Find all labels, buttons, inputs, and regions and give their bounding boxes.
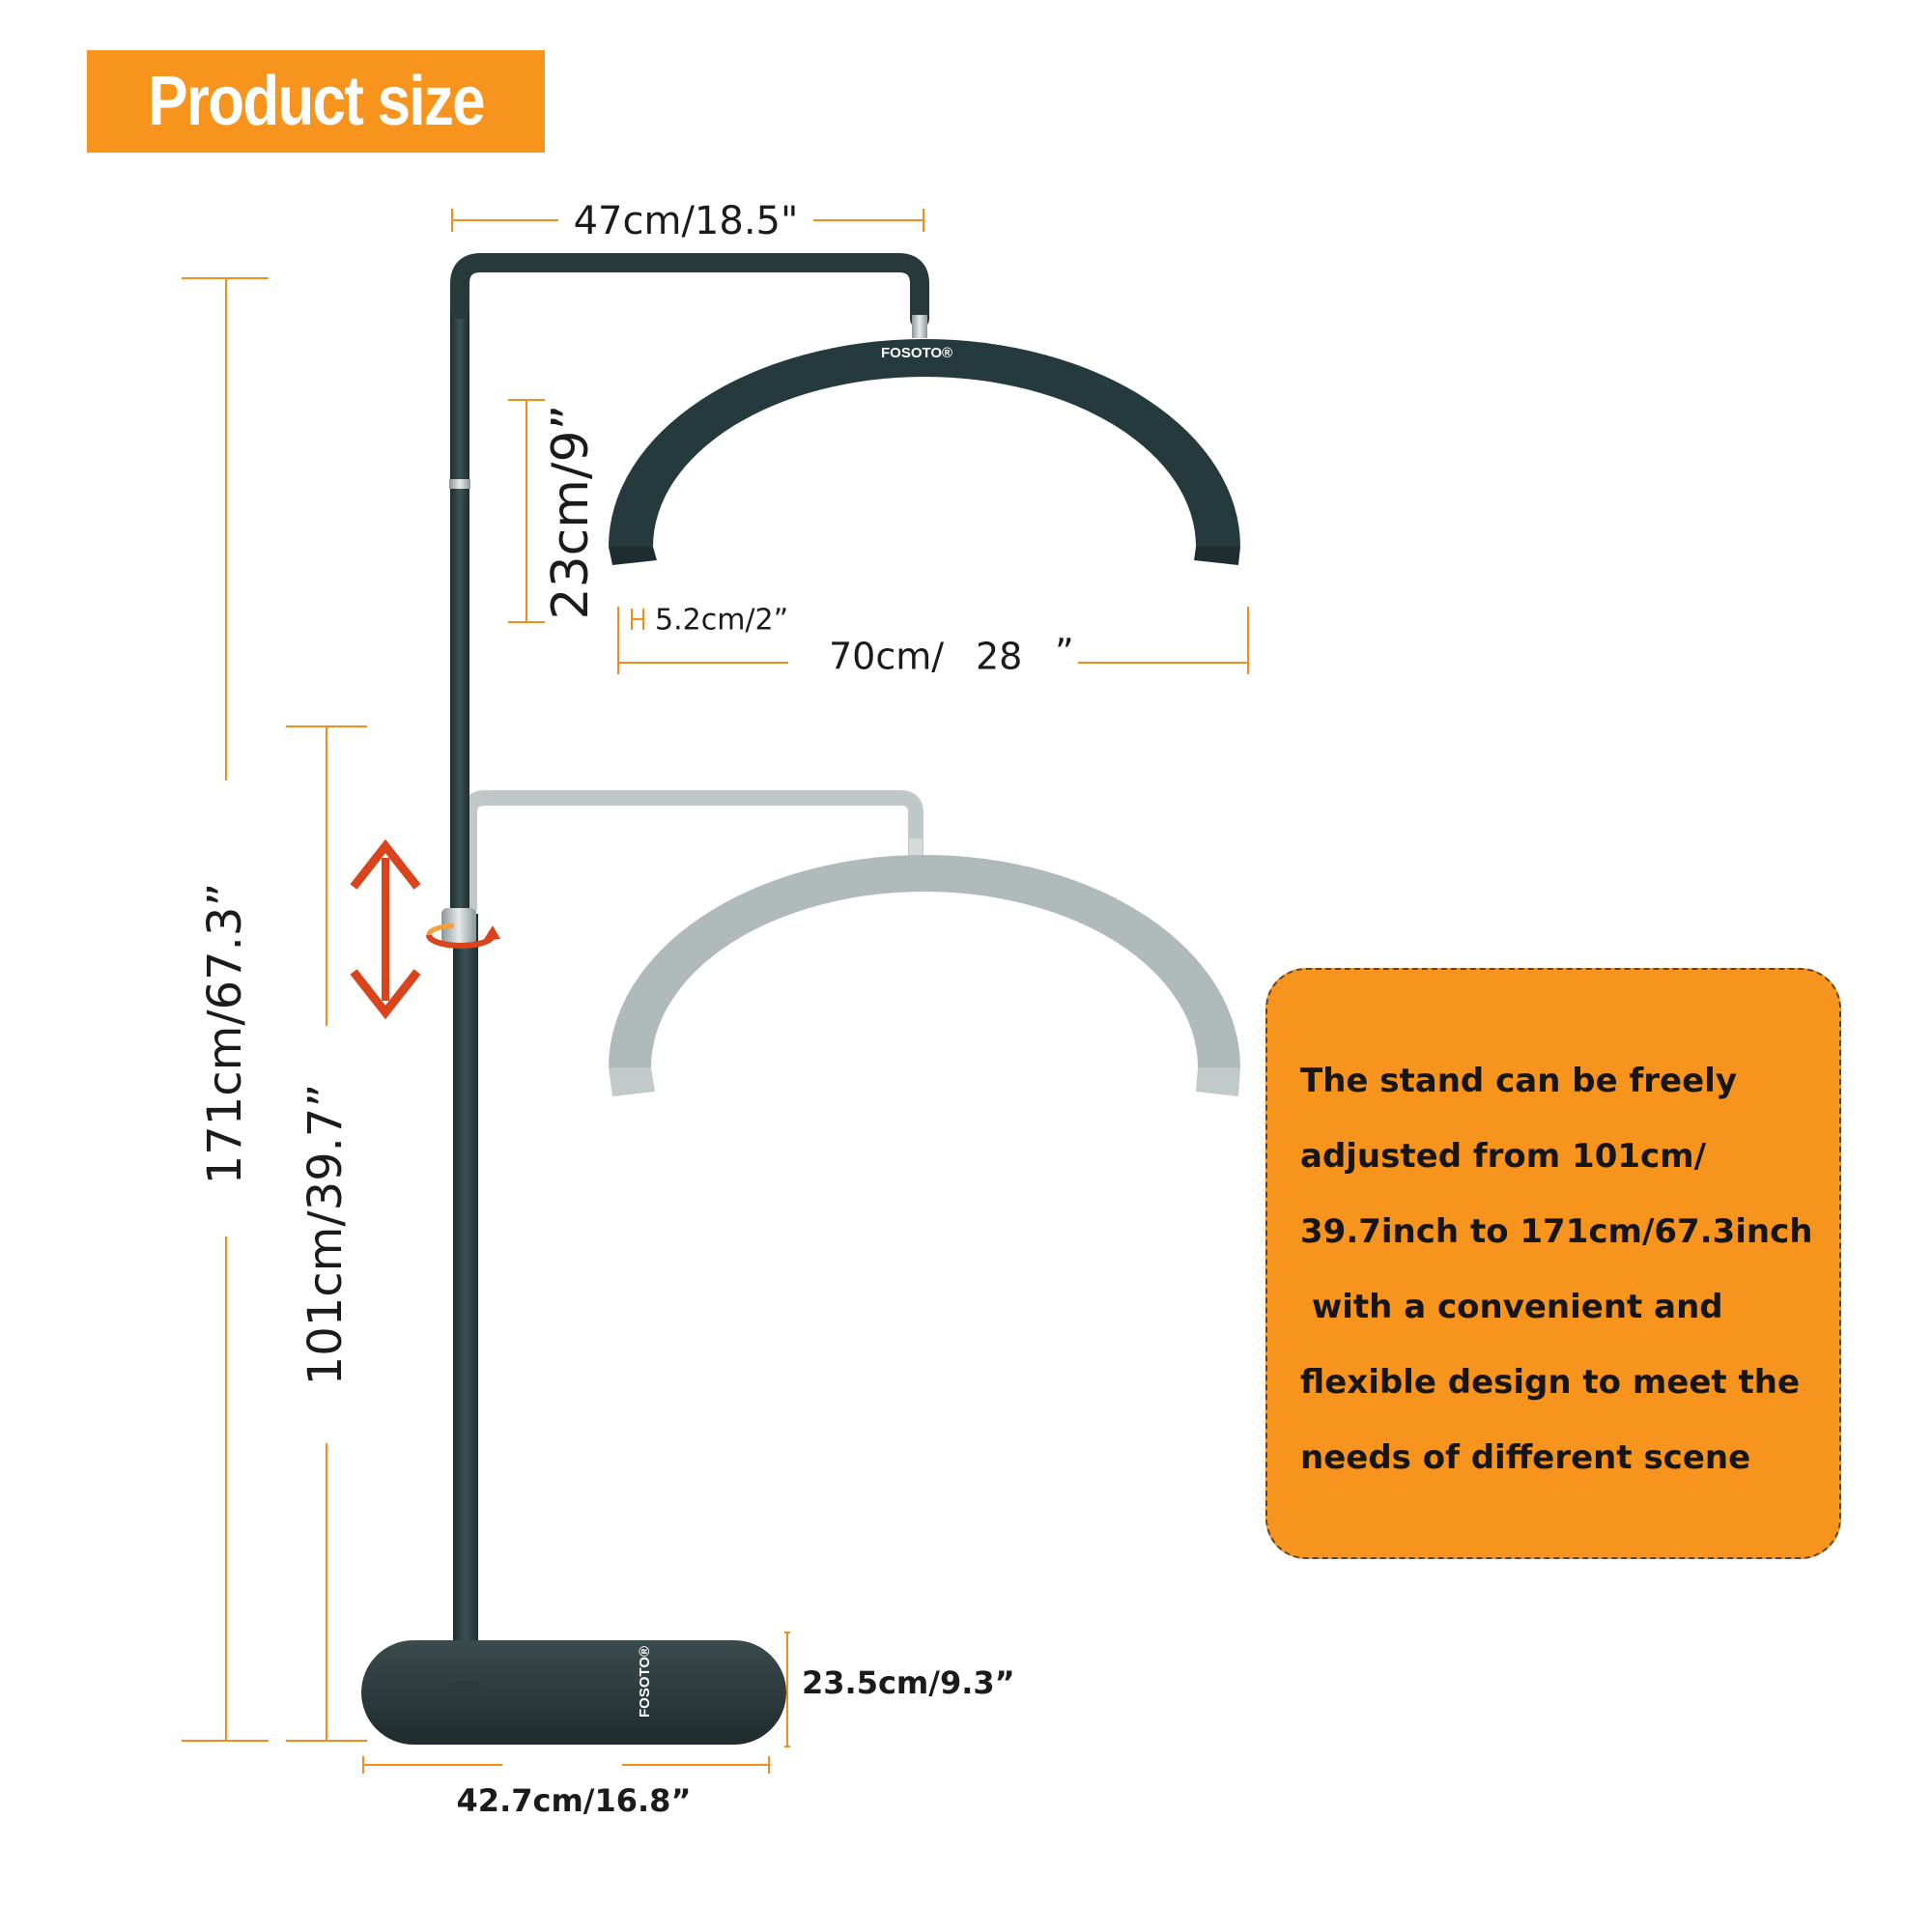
lamp-height-label: 23cm/9” [542, 405, 600, 620]
adjustment-note-box: The stand can be freely adjusted from 10… [1265, 968, 1841, 1559]
lamp-depth-label: 5.2cm/2” [655, 604, 788, 638]
arm-width-dimension: 47cm/18.5" [451, 199, 924, 243]
base-logo: FOSOTO® [637, 1646, 653, 1718]
max-height-dimension: 171cm/67.3” [182, 277, 269, 1742]
stand-pole-lower [453, 914, 478, 1689]
stand-pole-ring [449, 479, 470, 489]
note-line: The stand can be freely [1300, 1062, 1737, 1100]
note-line: needs of different scene [1300, 1438, 1751, 1477]
stand-arm [450, 253, 929, 328]
lamp-width-cm-label: 70cm/ [829, 636, 944, 678]
lowered-lamp-ghost [462, 790, 1240, 1096]
lamp-width-in-label: 28 [976, 636, 1022, 678]
arm-width-label: 47cm/18.5" [574, 199, 799, 243]
lamp-width-inch-mark: ” [1055, 632, 1074, 674]
ghost-lamp-end-right [1196, 1067, 1240, 1096]
banner-title: Product size [148, 63, 485, 140]
product-size-banner: Product size [87, 50, 545, 153]
half-moon-lamp [609, 339, 1240, 547]
base-width-label: 42.7cm/16.8” [457, 1782, 692, 1819]
note-line: with a convenient and [1300, 1288, 1723, 1326]
stand-pole-upper [450, 286, 469, 914]
height-adjust-arrow-icon [350, 838, 421, 1020]
note-line: adjusted from 101cm/ [1300, 1137, 1707, 1176]
height-lock-knob [441, 908, 476, 945]
base-depth-dimension: 23.5cm/9.3” [784, 1632, 1015, 1747]
ghost-arm [462, 790, 923, 916]
lamp-height-dimension: 23cm/9” [508, 399, 600, 623]
max-height-label: 171cm/67.3” [198, 883, 252, 1185]
min-height-dimension: 101cm/39.7” [286, 725, 367, 1742]
ghost-half-moon-lamp [609, 855, 1240, 1067]
lamp-width-dimension: 70cm/ 28 ” [617, 607, 1249, 678]
ghost-lamp-end-left [609, 1067, 655, 1096]
min-height-label: 101cm/39.7” [298, 1084, 353, 1386]
lamp-end-right [1194, 547, 1240, 565]
rotate-knob-arrow-icon [426, 923, 500, 949]
base-depth-label: 23.5cm/9.3” [802, 1664, 1015, 1701]
floor-stand: FOSOTO® FOSOTO® [361, 253, 1240, 1745]
note-line: 39.7inch to 171cm/67.3inch [1300, 1212, 1813, 1251]
stand-base [361, 1640, 786, 1745]
lamp-logo: FOSOTO® [881, 345, 952, 361]
lamp-depth-dimension: 5.2cm/2” [631, 604, 788, 638]
pole-socket [450, 1681, 481, 1692]
arm-joint [912, 315, 927, 338]
base-width-dimension: 42.7cm/16.8” [362, 1756, 770, 1819]
note-line: flexible design to meet the [1300, 1363, 1801, 1402]
lamp-end-left [609, 547, 657, 565]
